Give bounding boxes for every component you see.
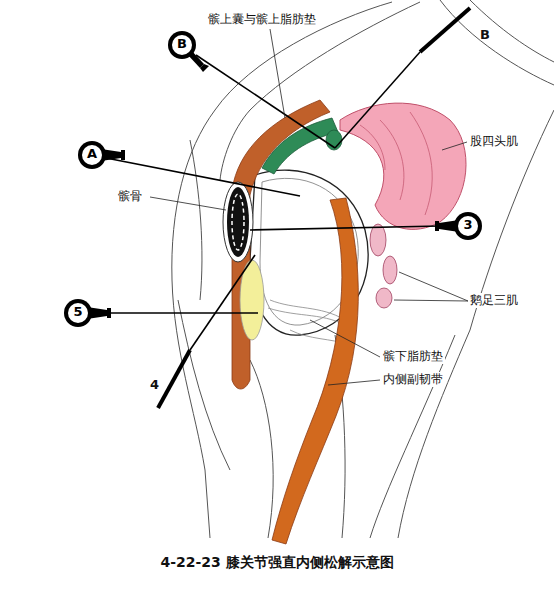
part-label: 髌下脂肪垫: [381, 349, 445, 364]
part-label: 鹅足三肌: [468, 293, 520, 308]
marker-shape: [63, 298, 113, 328]
needle-marker: 5: [63, 298, 113, 328]
marker-head: [454, 212, 482, 240]
marker-cap: [121, 150, 125, 160]
callout-number: B: [478, 27, 492, 42]
callout-number: 4: [148, 377, 161, 392]
callout-letter: B: [172, 36, 192, 54]
marker-head: [168, 31, 196, 59]
marker-cap: [435, 221, 439, 231]
callout-letter: 3: [458, 217, 478, 235]
needle-marker: A: [77, 140, 127, 170]
marker-face: [68, 303, 88, 323]
part-label: 髌上囊与髌上脂肪垫: [206, 12, 318, 27]
part-label: 髌骨: [116, 189, 144, 204]
callout-letter: A: [82, 146, 102, 164]
marker-face: [82, 145, 102, 165]
needle-marker: 3: [433, 211, 483, 241]
marker-shape: [77, 140, 127, 170]
marker-cap: [107, 308, 111, 318]
marker-cap: [200, 64, 209, 72]
figure-caption: 4-22-23 膝关节强直内侧松解示意图: [160, 553, 393, 571]
marker-shape: [433, 211, 483, 241]
marker-head: [78, 141, 106, 169]
part-label: 内侧副韧带: [381, 372, 445, 387]
needle-marker: B: [167, 30, 211, 74]
marker-face: [172, 35, 192, 55]
marker-head: [64, 299, 92, 327]
marker-face: [458, 216, 478, 236]
marker-shape: [167, 30, 211, 74]
part-label: 股四头肌: [468, 134, 520, 149]
callout-letter: 5: [68, 304, 88, 322]
